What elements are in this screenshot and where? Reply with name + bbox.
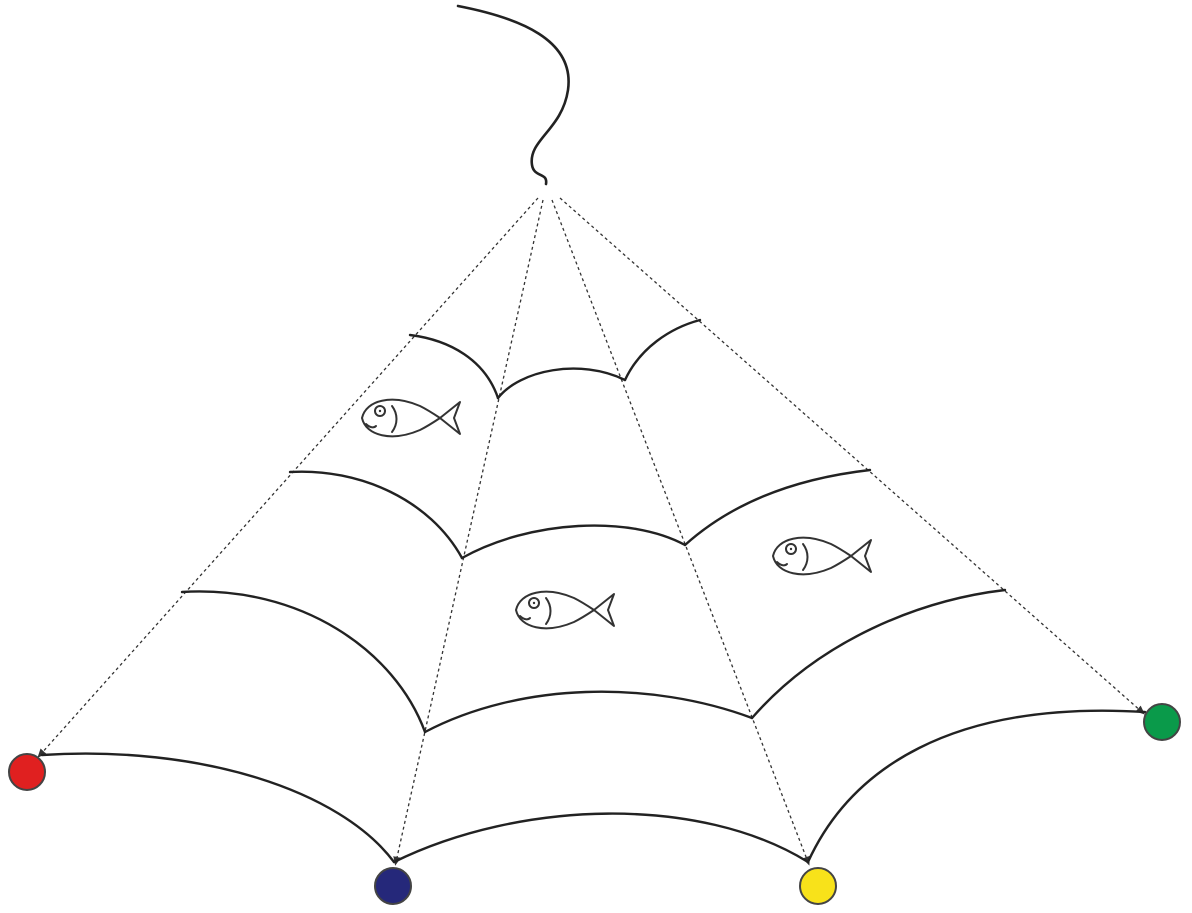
hanging-rope	[458, 6, 569, 184]
yellow-float	[800, 868, 836, 904]
fish-icon	[773, 538, 871, 574]
blue-float	[375, 868, 411, 904]
net-mesh	[42, 320, 1145, 862]
fish-icon	[516, 592, 614, 628]
fish-icon	[362, 400, 460, 436]
guide-lines	[40, 198, 1142, 862]
red-float	[9, 754, 45, 790]
green-float	[1144, 704, 1180, 740]
